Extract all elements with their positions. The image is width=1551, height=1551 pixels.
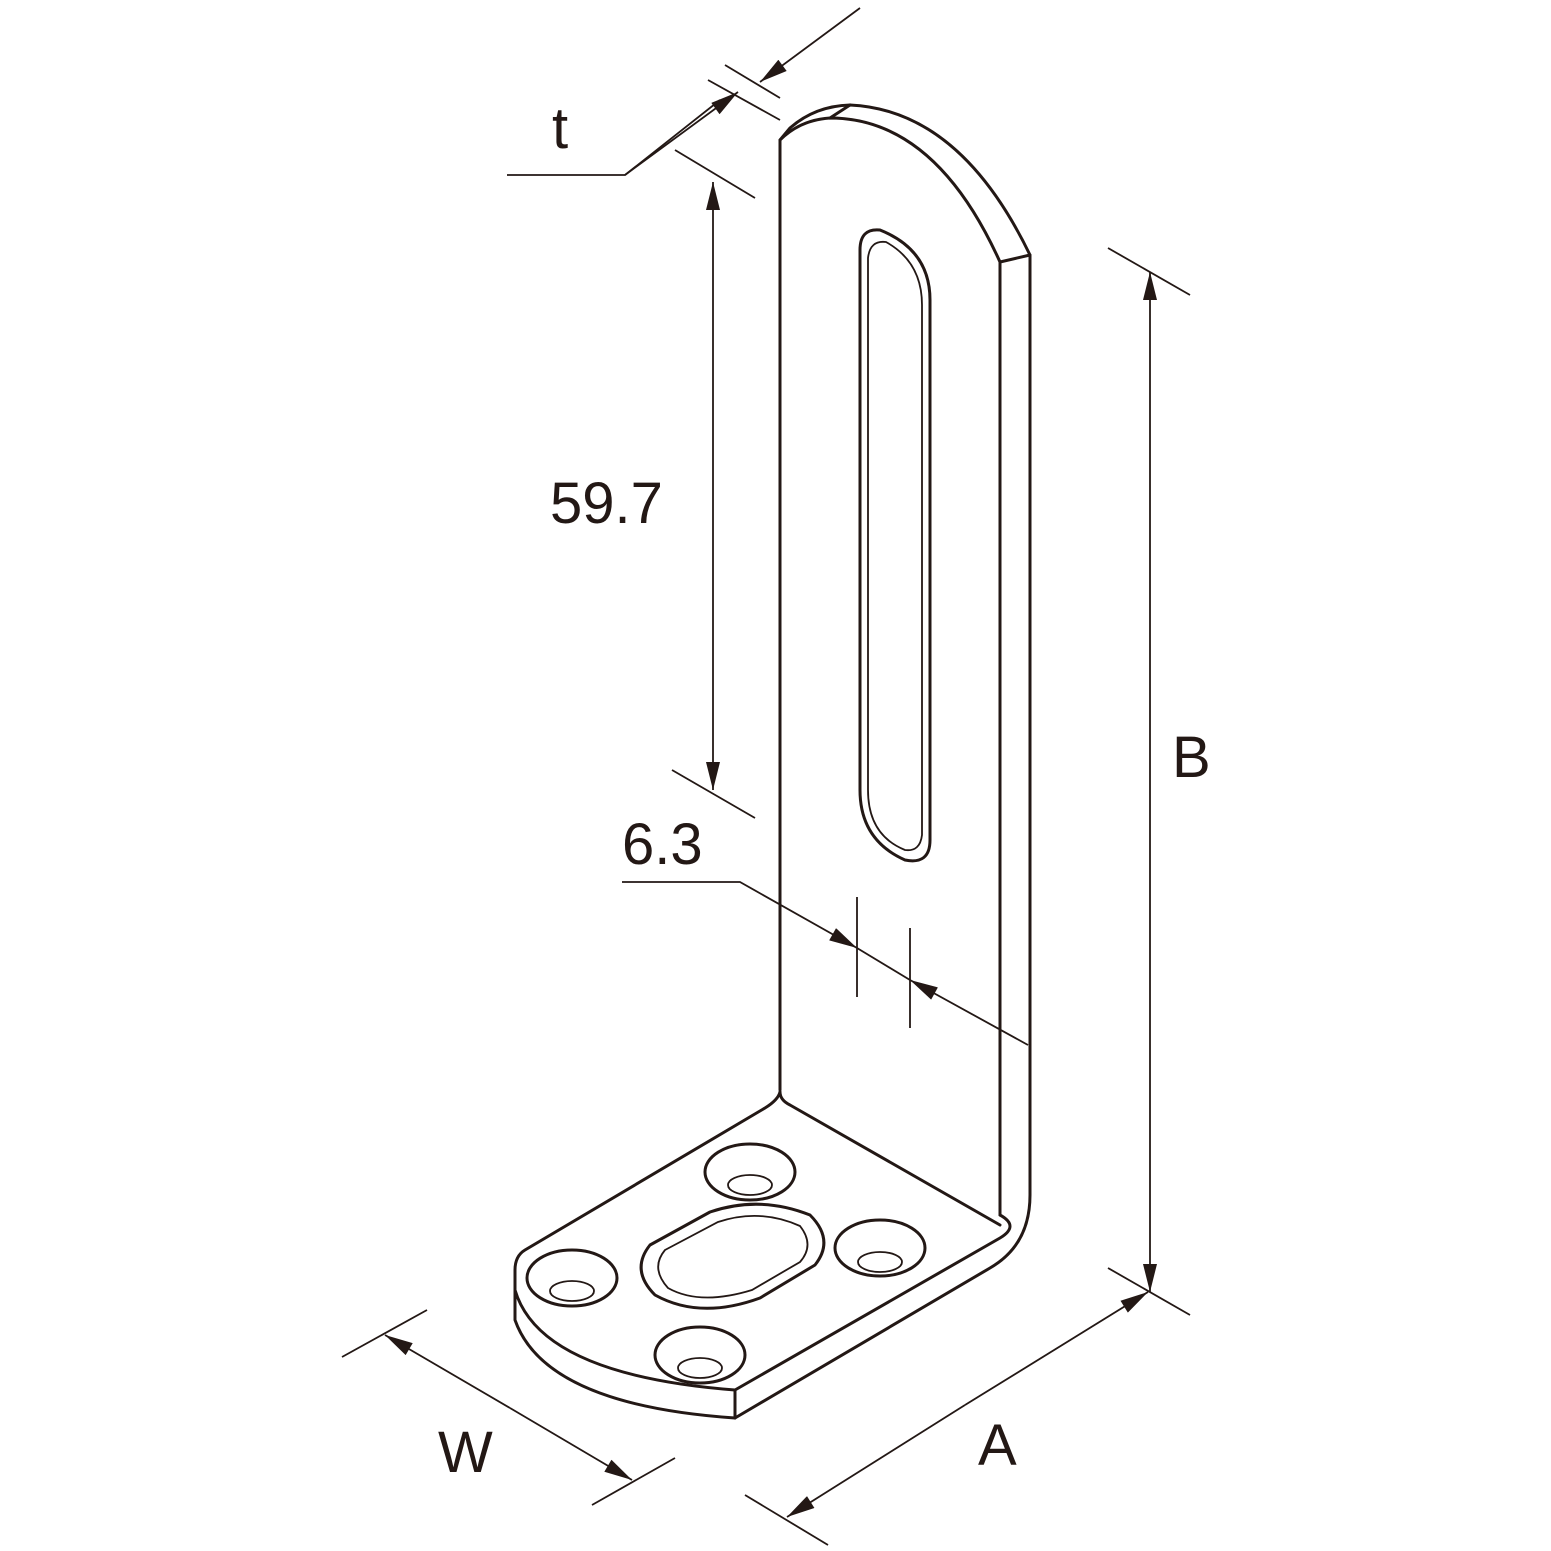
thickness-label: t (552, 96, 568, 161)
mounting-hole-2 (833, 1218, 927, 1278)
dimension-lines (341, 7, 1191, 1546)
mounting-hole-1 (703, 1142, 797, 1202)
center-slot (639, 1202, 826, 1310)
width-label: W (438, 1420, 493, 1485)
slot-width-label: 6.3 (622, 812, 703, 877)
base-plate (513, 1090, 1012, 1420)
vertical-leg (733, 103, 1032, 1420)
slot-length-label: 59.7 (550, 471, 663, 536)
mounting-hole-4 (653, 1325, 747, 1385)
length-label: A (978, 1413, 1017, 1478)
mounting-hole-3 (525, 1248, 619, 1308)
vertical-slot (858, 228, 932, 863)
height-label: B (1172, 725, 1211, 790)
